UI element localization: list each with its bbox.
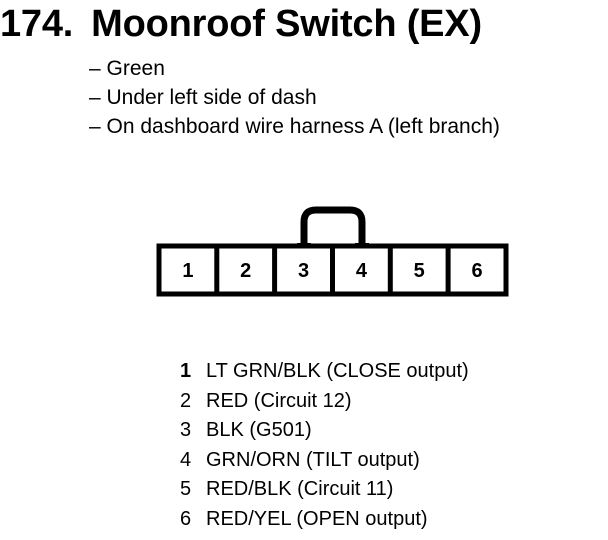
connector-notes: – Green – Under left side of dash – On d… xyxy=(89,54,500,141)
section-title: Moonroof Switch (EX) xyxy=(91,3,482,45)
pin-number: 3 xyxy=(180,419,192,441)
page-title: 174. Moonroof Switch (EX) xyxy=(0,2,482,46)
pin-description: BLK (G501) xyxy=(206,419,312,441)
pin-assignment: 1 LT GRN/BLK (CLOSE output) xyxy=(180,357,469,387)
pin-description: RED (Circuit 12) xyxy=(206,389,352,412)
pin-number: 5 xyxy=(180,478,192,500)
pin-3-label: 3 xyxy=(298,260,309,282)
pin-number: 6 xyxy=(180,507,192,530)
pin-2-label: 2 xyxy=(240,260,251,282)
pin-description: LT GRN/BLK (CLOSE output) xyxy=(206,360,469,382)
pin-assignment: 6 RED/YEL (OPEN output) xyxy=(180,505,469,535)
pin-1-label: 1 xyxy=(182,260,193,282)
pin-assignment: 2 RED (Circuit 12) xyxy=(180,387,469,417)
pin-assignment-list: 1 LT GRN/BLK (CLOSE output) 2 RED (Circuit… xyxy=(180,357,469,534)
pin-assignment: 4 GRN/ORN (TILT output) xyxy=(180,446,469,476)
connector-locking-tab xyxy=(300,206,366,246)
pin-number: 1 xyxy=(180,360,192,382)
pin-description: GRN/ORN (TILT output) xyxy=(206,448,420,471)
pin-description: RED/BLK (Circuit 11) xyxy=(206,478,394,500)
pin-6-label: 6 xyxy=(471,260,482,282)
pin-description: RED/YEL (OPEN output) xyxy=(206,507,428,530)
pin-assignment: 3 BLK (G501) xyxy=(180,416,469,446)
note-harness: – On dashboard wire harness A (left bran… xyxy=(89,115,500,138)
pin-number: 4 xyxy=(180,448,192,471)
pin-assignment: 5 RED/BLK (Circuit 11) xyxy=(180,475,469,505)
pin-4-label: 4 xyxy=(356,260,368,282)
note-location: – Under left side of dash xyxy=(89,86,317,109)
section-number: 174. xyxy=(0,3,74,45)
pin-number: 2 xyxy=(180,389,192,412)
pin-5-label: 5 xyxy=(414,260,425,282)
note-color: – Green xyxy=(89,57,165,80)
